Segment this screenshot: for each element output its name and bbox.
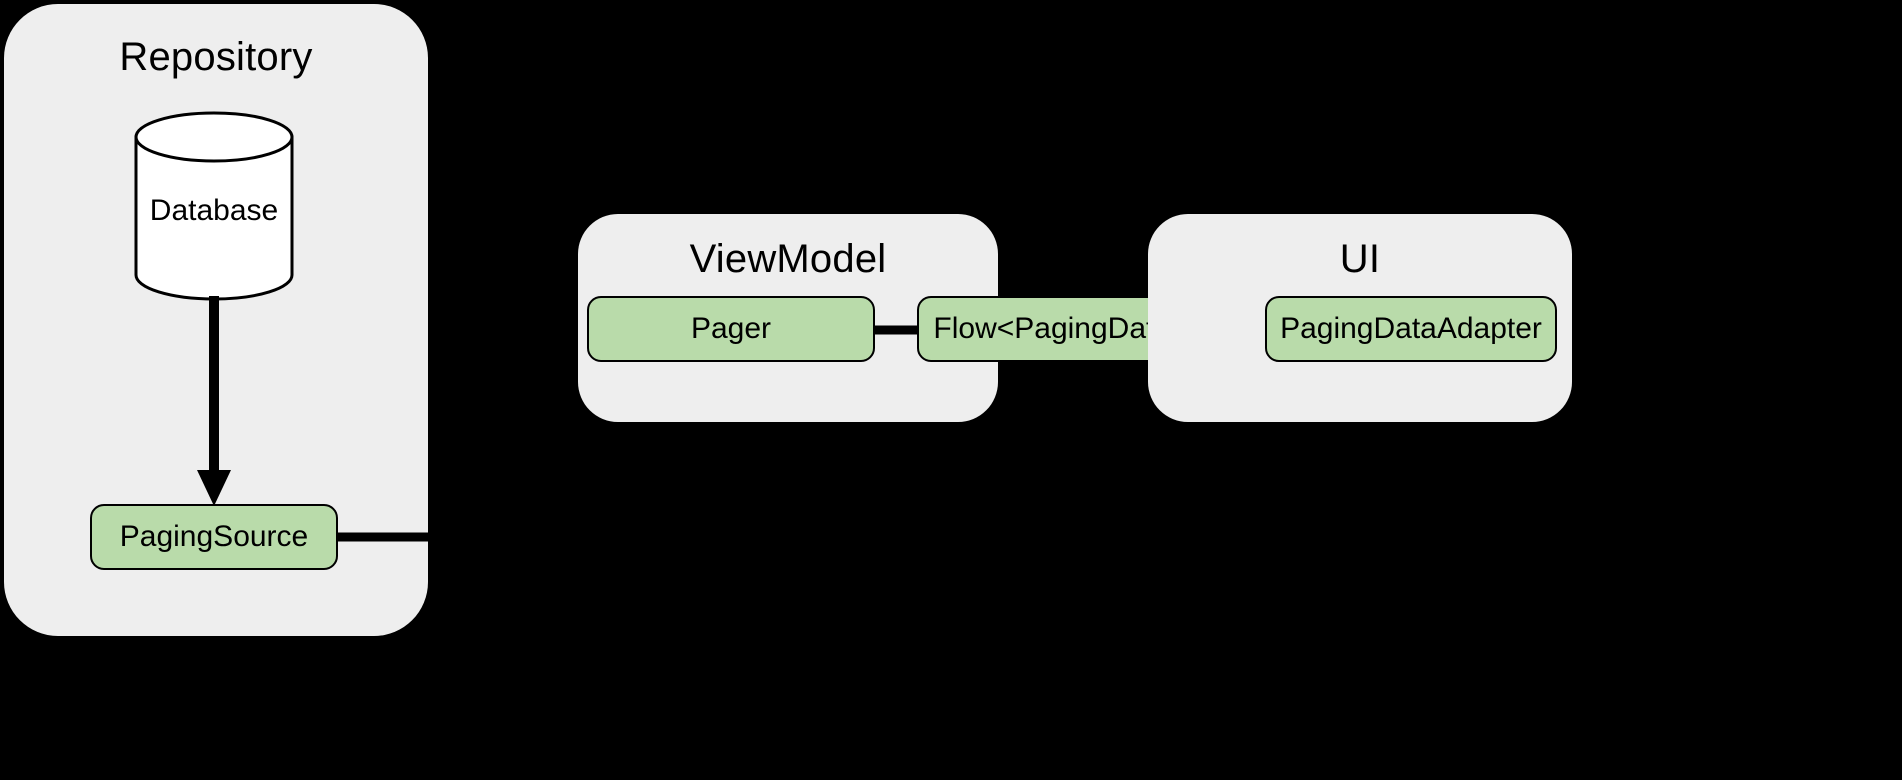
panel-ui-title: UI (1339, 237, 1381, 281)
connector-database-to-paging-source (196, 296, 236, 512)
node-paging-data-adapter[interactable]: PagingDataAdapter (1265, 296, 1557, 362)
node-paging-source[interactable]: PagingSource (90, 504, 338, 570)
node-database[interactable]: Database (133, 110, 295, 302)
panel-repository-title: Repository (119, 35, 313, 79)
node-paging-data-adapter-label: PagingDataAdapter (1280, 312, 1542, 345)
node-pager[interactable]: Pager (587, 296, 875, 362)
node-flow-paging-data-label: Flow<PagingData> (933, 312, 1189, 345)
node-pager-label: Pager (690, 312, 772, 345)
node-paging-source-label: PagingSource (119, 520, 309, 553)
connector-pager-to-flow (873, 324, 923, 336)
panel-viewmodel-title: ViewModel (689, 237, 887, 281)
